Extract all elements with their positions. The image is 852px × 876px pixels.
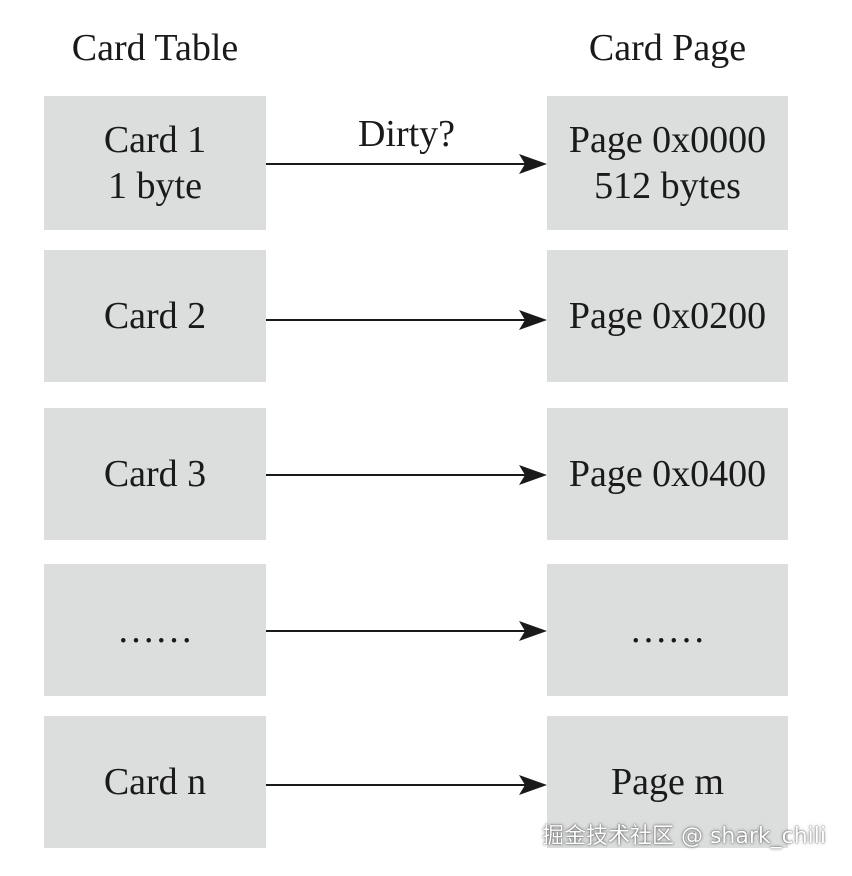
card-label: Card n: [103, 761, 207, 803]
card-page-heading: Card Page: [588, 27, 747, 69]
card-table-heading: Card Table: [71, 27, 239, 69]
page-label: Page 0x0000: [568, 119, 767, 161]
card-box: Card 2: [44, 250, 266, 382]
card-size-label: 1 byte: [108, 165, 202, 207]
page-box: Page 0x0200: [547, 250, 788, 382]
page-size-label: 512 bytes: [594, 165, 741, 207]
ellipsis-label: ……: [629, 609, 706, 651]
card-box: Card 1 1 byte: [44, 96, 266, 230]
page-label: Page m: [611, 761, 724, 803]
arrow: [266, 465, 547, 485]
page-label: Page 0x0200: [568, 295, 767, 337]
page-box: ……: [547, 564, 788, 696]
arrow: [266, 154, 547, 174]
arrow: [266, 621, 547, 641]
watermark: 掘金技术社区 @ shark_chili: [541, 824, 826, 849]
card-label: Card 2: [103, 295, 207, 337]
arrow: [266, 310, 547, 330]
dirty-label: Dirty?: [357, 113, 456, 155]
page-box: Page 0x0400: [547, 408, 788, 540]
card-box: Card n: [44, 716, 266, 848]
ellipsis-label: ……: [117, 609, 193, 651]
card-label: Card 1: [103, 119, 207, 161]
page-label: Page 0x0400: [568, 453, 767, 495]
arrow: [266, 775, 547, 795]
page-box: Page m: [547, 716, 788, 848]
card-label: Card 3: [103, 453, 207, 495]
card-box: ……: [44, 564, 266, 696]
page-box: Page 0x0000 512 bytes: [547, 96, 788, 230]
card-box: Card 3: [44, 408, 266, 540]
